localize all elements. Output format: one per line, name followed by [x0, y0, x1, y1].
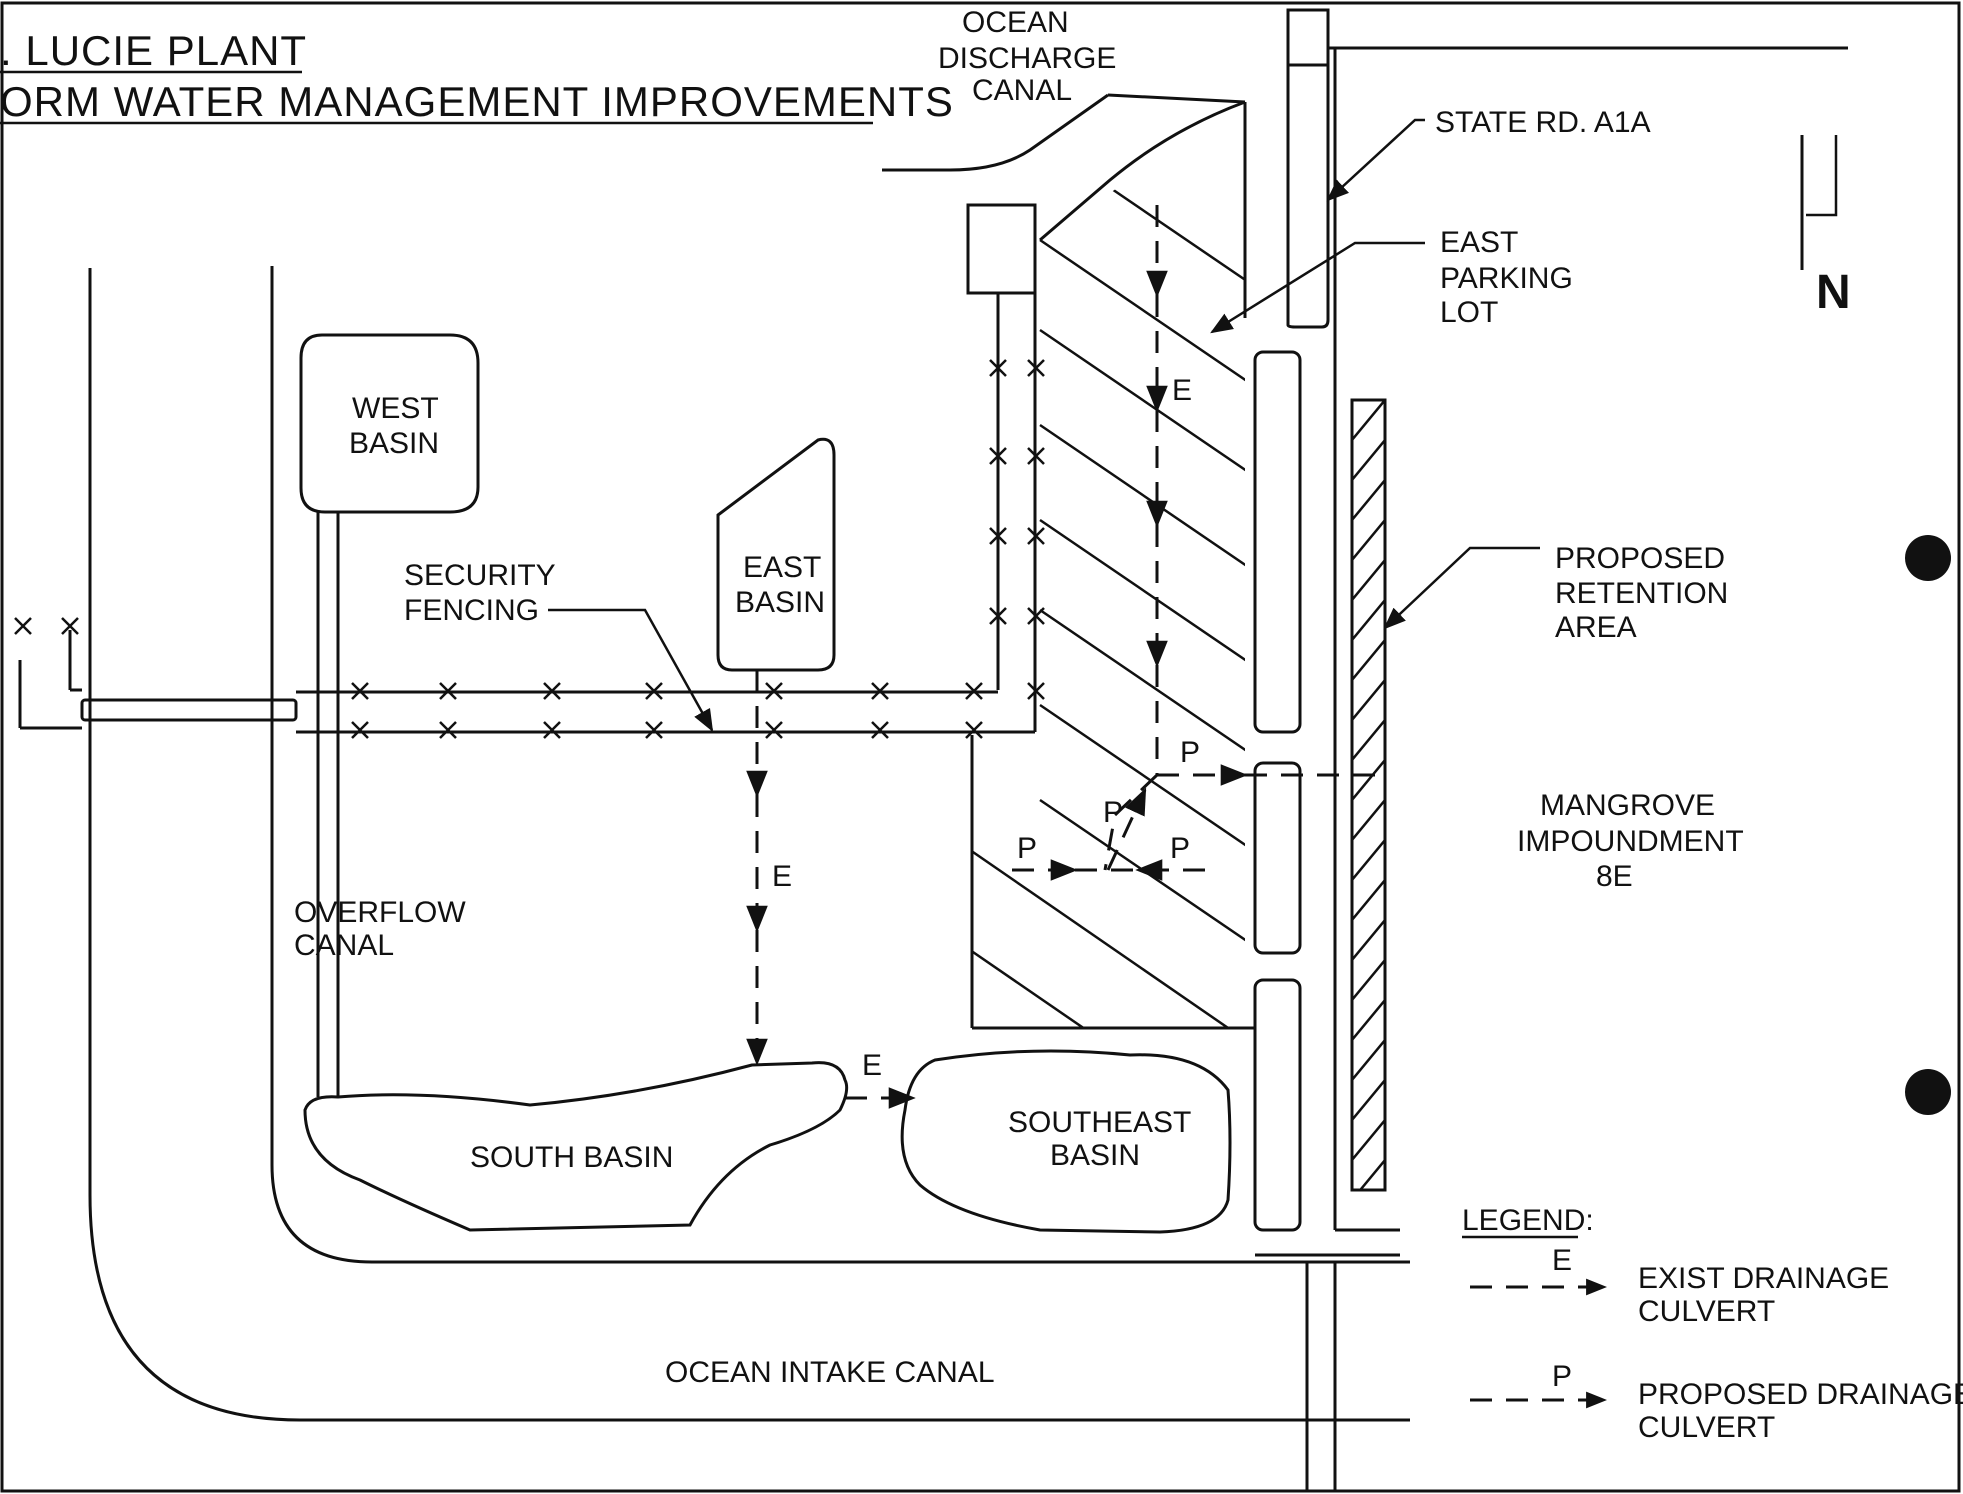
- road-island-3: [1253, 978, 1302, 1232]
- legend-proposed-label-1: PROPOSED DRAINAGE: [1638, 1378, 1963, 1411]
- culvert-p-label-3: P: [1017, 832, 1037, 865]
- overflow-label-2: CANAL: [294, 929, 394, 962]
- retention-label-2: RETENTION: [1555, 577, 1728, 610]
- plan-title-line2: ORM WATER MANAGEMENT IMPROVEMENTS: [0, 78, 954, 125]
- southeast-label-2: BASIN: [1050, 1139, 1140, 1172]
- culvert-p-label-1: P: [1180, 736, 1200, 769]
- east-parking-lot: [970, 100, 1255, 1030]
- east-parking-label-1: EAST: [1440, 226, 1518, 259]
- state-road-leader: [1326, 118, 1425, 202]
- punch-hole-top: [1905, 535, 1951, 581]
- ocean-discharge-canal: [882, 93, 1246, 172]
- retention-leader: [1383, 546, 1540, 630]
- culvert-e-label-1: E: [1172, 374, 1192, 407]
- west-basin-label-2: BASIN: [349, 427, 439, 460]
- north-label: N: [1816, 266, 1851, 319]
- retention-label-3: AREA: [1555, 611, 1637, 644]
- legend-proposed-label-2: CULVERT: [1638, 1411, 1775, 1444]
- southeast-basin: [900, 1049, 1232, 1234]
- security-label-2: FENCING: [404, 594, 539, 627]
- mangrove-label-2: IMPOUNDMENT: [1517, 825, 1744, 858]
- security-label-1: SECURITY: [404, 559, 556, 592]
- state-road-label: STATE RD. A1A: [1435, 106, 1651, 139]
- fence-markers: [14, 359, 1045, 739]
- plan-title-line1: . LUCIE PLANT: [0, 27, 307, 74]
- south-basin: [303, 1061, 849, 1232]
- legend-title: LEGEND:: [1462, 1204, 1594, 1237]
- east-parking-leader: [1210, 241, 1425, 334]
- overflow-canal: [316, 512, 340, 1097]
- ocean-discharge-label-2: DISCHARGE: [938, 42, 1116, 75]
- west-basin: [299, 333, 480, 514]
- road-island-2: [1253, 761, 1302, 955]
- east-basin-label-2: BASIN: [735, 586, 825, 619]
- culvert-p-label-4: P: [1170, 832, 1190, 865]
- culvert-p-label-2: P: [1103, 796, 1123, 829]
- ocean-intake-label: OCEAN INTAKE CANAL: [665, 1356, 995, 1389]
- proposed-culvert-system: [1012, 764, 1375, 881]
- legend-proposed-code: P: [1552, 1360, 1572, 1393]
- ocean-discharge-label-3: CANAL: [972, 74, 1072, 107]
- culvert-e-label-2: E: [772, 860, 792, 893]
- culvert-e-label-3: E: [862, 1049, 882, 1082]
- west-canal: [88, 266, 1410, 1422]
- mangrove-label-3: 8E: [1596, 860, 1633, 893]
- security-leader: [548, 608, 714, 732]
- ocean-discharge-label-1: OCEAN: [962, 6, 1069, 39]
- gatehouse: [966, 203, 1037, 295]
- west-basin-label-1: WEST: [352, 392, 439, 425]
- proposed-retention-area: [1350, 398, 1387, 1192]
- legend: LEGEND: E EXIST DRAINAGE CULVERT P PROPO…: [1462, 1204, 1963, 1444]
- legend-exist-label-1: EXIST DRAINAGE: [1638, 1262, 1889, 1295]
- north-arrow: [1800, 135, 1838, 270]
- legend-exist-code: E: [1552, 1244, 1572, 1277]
- punch-hole-bottom: [1905, 1069, 1951, 1115]
- security-fence-road: [18, 630, 1035, 734]
- overflow-label-1: OVERFLOW: [294, 896, 466, 929]
- east-parking-label-2: PARKING: [1440, 262, 1573, 295]
- east-basin-label-1: EAST: [743, 551, 821, 584]
- east-parking-label-3: LOT: [1440, 296, 1498, 329]
- mangrove-label-1: MANGROVE: [1540, 789, 1715, 822]
- legend-exist-label-2: CULVERT: [1638, 1295, 1775, 1328]
- ocean-intake-canal: [1255, 1253, 1410, 1490]
- retention-label-1: PROPOSED: [1555, 542, 1725, 575]
- south-basin-label: SOUTH BASIN: [470, 1141, 673, 1174]
- southeast-label-1: SOUTHEAST: [1008, 1106, 1191, 1139]
- road-island-1: [1253, 350, 1302, 734]
- east-basin: [716, 437, 836, 672]
